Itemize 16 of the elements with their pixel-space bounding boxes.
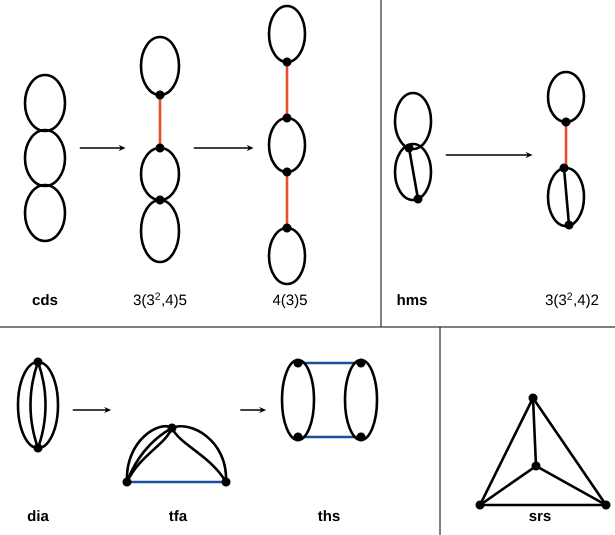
- net-drawing: [476, 394, 610, 510]
- net-label: 3(3$^{2}$,4)2: [546, 292, 598, 308]
- net-label: cds: [32, 294, 58, 306]
- net-drawing: [140, 36, 180, 264]
- net-drawing: [546, 70, 586, 230]
- net-label: 3(3$^{2}$,4)5: [134, 292, 186, 308]
- net-drawing: [16, 358, 60, 452]
- net-label: hms: [398, 294, 427, 306]
- net-drawing: [122, 424, 230, 486]
- net-drawing: [24, 74, 66, 242]
- net-drawing: [280, 358, 378, 442]
- net-drawing: [268, 4, 306, 286]
- net-label: dia: [28, 510, 49, 522]
- net-label: ths: [318, 510, 340, 522]
- net-label: tfa: [169, 510, 188, 522]
- net-drawing: [394, 92, 432, 204]
